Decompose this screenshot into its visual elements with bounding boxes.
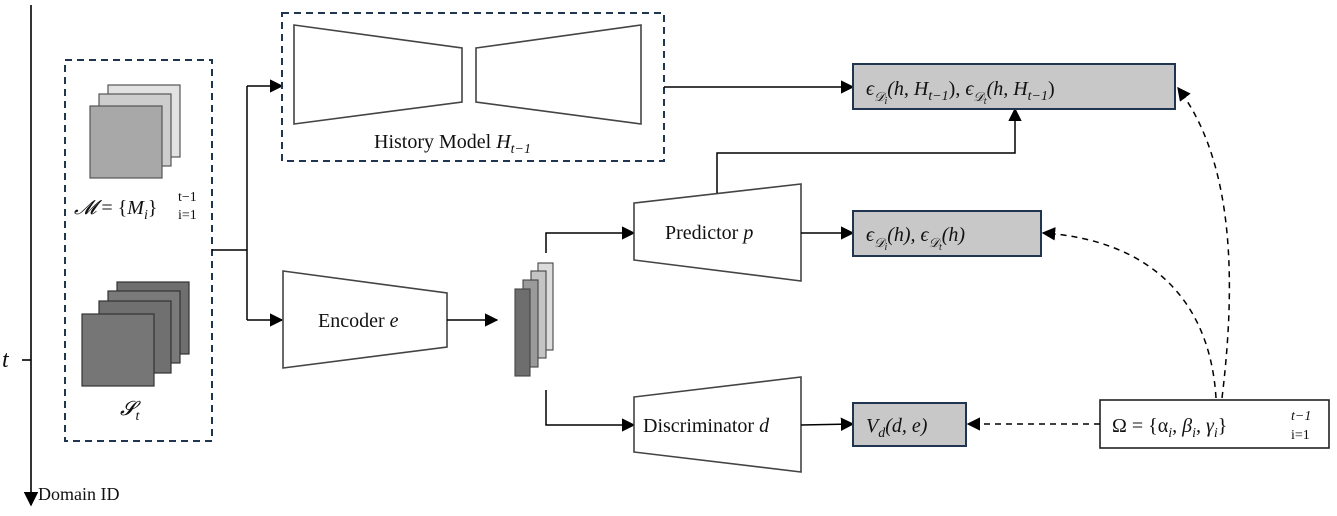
history-encoder-trapezoid [293,24,463,125]
omega-weights-box [1099,399,1330,449]
history-model-label: History Model Ht−1 [374,131,531,157]
memory-label-sup: t−1 [178,190,197,205]
axis-t-label: t [2,347,10,373]
history-output-box [852,63,1176,110]
predictor-trapezoid [633,183,802,282]
predictor-output-label: ϵ𝒟i(h), ϵ𝒟t(h) [866,224,965,253]
predictor-label: Predictor p [665,222,753,244]
discriminator-label: Discriminator d [643,415,770,437]
memory-stack [89,84,181,179]
arrow-discriminator-to-output [800,417,855,431]
discriminator-output-label: Vd(d, e) [866,415,928,441]
dashed-arrow-omega-to-history-output [1177,86,1231,399]
encoder-trapezoid [282,270,448,369]
dashed-arrow-omega-to-predictor-output [1041,227,1217,399]
feature-stack [514,262,554,377]
history-output-label: ϵ𝒟i(h, Ht−1), ϵ𝒟t(h, Ht−1) [866,78,1055,107]
history-decoder-trapezoid [475,24,642,125]
omega-label: Ω = {αi, βi, γi} [1112,415,1227,441]
encoder-label: Encoder e [318,310,399,332]
arrow-features-to-predictor [545,226,636,253]
discriminator-trapezoid [633,376,802,473]
omega-label-sup: t−1 [1291,409,1311,424]
current-domain-stack [81,281,190,387]
current-domain-label: 𝓢t [120,398,141,424]
arrow-features-to-discriminator [545,390,636,432]
memory-label-sub: i=1 [178,208,197,223]
memory-label: 𝓜 = {Mi} [74,197,157,223]
predictor-output-box [852,210,1042,257]
arrow-predictor-to-history-output [716,107,1022,193]
discriminator-output-box [852,402,967,447]
omega-label-sub: i=1 [1291,428,1310,443]
axis-caption: Domain ID [38,484,119,504]
